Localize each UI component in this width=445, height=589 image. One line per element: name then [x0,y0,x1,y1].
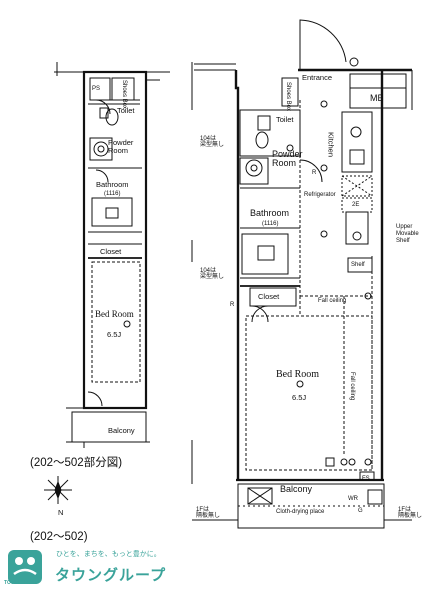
one-f-right-note: 1Fは 隔板無し [398,507,423,519]
right-closet-label: Closet [258,292,280,301]
logo-text: TOWN GROUP [4,580,39,586]
fs-label: FS [362,476,370,482]
right-bathroom-label: Bathroom [250,208,290,218]
left-bed-room-label: Bed Room [95,309,134,319]
brand-name: タウングループ [55,567,167,584]
right-shoes-box-label: Shoes Box [285,82,291,112]
kitchen-label: Kitchen [326,132,336,158]
right-bed-size-label: 6.5J [292,393,307,402]
left-toilet-label: Toilet [117,106,135,115]
note-104-a: 104は 梁型無し [200,136,225,148]
compass-n-label: N [58,508,64,517]
fall-ceiling-vertical-label: Fall ceiling [349,372,355,401]
entrance-label: Entrance [302,73,333,82]
refrigerator-label: Refrigerator [304,192,336,198]
two-e-label: 2E [352,202,360,208]
right-toilet-label: Toilet [276,115,294,124]
left-powder-room-label: Powder Room [108,138,134,155]
cloth-drying-label: Cloth-drying place [276,509,325,515]
g-label: G [358,508,363,514]
left-bathroom-label: Bathroom [96,180,129,189]
note-104-b: 104は 梁型無し [200,268,225,280]
one-f-left-note: 1Fは 隔板無し [196,507,221,519]
left-closet-label: Closet [100,247,122,256]
town-group-logo [8,550,42,584]
brand-tagline: ひとを、まちを、もっと豊かに。 [56,551,161,558]
partial-plan-caption: (202～502部分図) [30,457,123,469]
left-ps-label: PS [92,86,101,92]
mb-label: MB [370,93,384,103]
wr-label: WR [348,496,358,502]
left-bed-size-label: 6.5J [107,330,122,339]
right-bathroom-size-label: (1116) [262,221,279,227]
left-bathroom-size-label: (1116) [104,191,121,197]
right-full-plan [191,19,413,529]
shelf-label: Shelf [351,262,365,268]
upper-shelf-label: Upper Movable Shelf [396,224,419,244]
right-bed-room-label: Bed Room [276,369,320,380]
left-partial-plan [54,62,170,448]
r-mark-2-label: R [230,302,235,308]
floor-caption: (202～502) [30,531,88,543]
right-balcony-label: Balcony [280,484,313,494]
right-powder-room-label: Powder Room [272,149,303,168]
left-balcony-label: Balcony [108,426,135,435]
compass [44,476,72,504]
r-mark-label: R [312,170,317,176]
left-shoes-box-label: Shoes Box [121,80,127,110]
fall-ceiling-horizontal-label: Fall ceiling [318,298,347,304]
